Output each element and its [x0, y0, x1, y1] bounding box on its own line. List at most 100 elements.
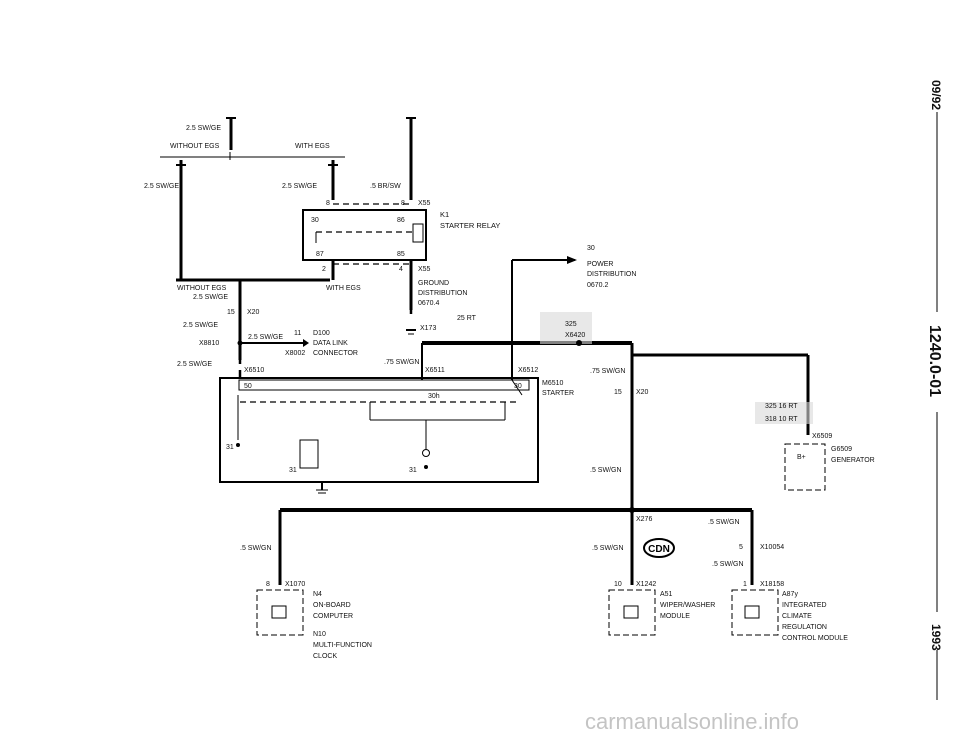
splice-label: 325 — [565, 321, 577, 328]
ground-connector: X173 — [420, 325, 436, 332]
wire-label: .5 SW/GN — [592, 545, 624, 552]
starter-feed: 25 RT 325 X6420 .75 SW/GN .75 SW/GN X651… — [384, 312, 810, 510]
ground-ref: 0670.4 — [418, 300, 440, 307]
module-id: N4 — [313, 591, 322, 598]
module-a51: 10 X1242 A51 WIPER/WASHER MODULE — [608, 581, 715, 636]
pin-label: 10 — [614, 581, 622, 588]
ground-name: DISTRIBUTION — [418, 290, 467, 297]
generator-name: GENERATOR — [831, 457, 875, 464]
side-title: 09/92 1240.0-01 1993 — [926, 80, 943, 700]
starter-id: M6510 — [542, 380, 564, 387]
d100-id: D100 — [313, 330, 330, 337]
connector-label: X55 — [418, 200, 431, 207]
module-name: MULTI-FUNCTION — [313, 642, 372, 649]
power-name: POWER — [587, 261, 613, 268]
pin-label: 5 — [739, 544, 743, 551]
module-n4: 8 X1070 N4 ON-BOARD COMPUTER N10 MULTI-F… — [256, 581, 372, 660]
module-name: INTEGRATED — [782, 602, 827, 609]
with-egs-label: WITH EGS — [295, 143, 330, 150]
connector-label: X55 — [418, 266, 431, 273]
pin-label: 30h — [428, 393, 440, 400]
power-name: DISTRIBUTION — [587, 271, 636, 278]
without-egs-label: WITHOUT EGS — [170, 143, 220, 150]
relay-name: STARTER RELAY — [440, 221, 500, 230]
connector-label: X6509 — [812, 433, 832, 440]
pin-label: 50 — [244, 383, 252, 390]
wire-label: .5 SW/GN — [712, 561, 744, 568]
connector-label: X8810 — [199, 340, 219, 347]
module-name: CLIMATE — [782, 613, 812, 620]
pin-label: 15 — [614, 389, 622, 396]
connector-label: X1070 — [285, 581, 305, 588]
date-label: 09/92 — [929, 80, 943, 110]
wire-label: .5 SW/GN — [590, 467, 622, 474]
pin-label: 11 — [294, 330, 301, 337]
pin-label: 8 — [326, 200, 330, 207]
wire-label: 2.5 SW/GE — [193, 294, 228, 301]
wire-label: 325 16 RT — [765, 403, 798, 410]
connector-label: X20 — [636, 389, 649, 396]
module-name: WIPER/WASHER — [660, 602, 715, 609]
connector-label: X276 — [636, 516, 652, 523]
pin-label: 8 — [266, 581, 270, 588]
generator: 325 16 RT 318 10 RT X6509 G6509 B+ GENER… — [755, 402, 875, 491]
starter-name: STARTER — [542, 390, 574, 397]
year-label: 1993 — [929, 624, 943, 651]
connector-label: X8002 — [285, 350, 305, 357]
wire-label: .5 SW/GN — [708, 519, 740, 526]
module-name: MODULE — [660, 613, 690, 620]
wire-label: 25 RT — [457, 315, 477, 322]
pin-label: 1 — [743, 581, 747, 588]
connector-label: X1242 — [636, 581, 656, 588]
splice-connector: X6420 — [565, 332, 585, 339]
connector-label: X6512 — [518, 367, 538, 374]
module-name: REGULATION — [782, 624, 827, 631]
pin-label: 8 — [401, 200, 405, 207]
pin-label: 31 — [409, 467, 417, 474]
pin-label: 30 — [311, 217, 319, 224]
wire-label: .75 SW/GN — [384, 359, 419, 366]
pin-label: 31 — [289, 467, 297, 474]
wire-label: .5 BR/SW — [370, 183, 401, 190]
module-id: A51 — [660, 591, 673, 598]
pin-label: 86 — [397, 217, 405, 224]
pin-label: 2 — [322, 266, 326, 273]
connector-label: X10054 — [760, 544, 784, 551]
wire-label: 2.5 SW/GE — [186, 125, 221, 132]
without-egs-label: WITHOUT EGS — [177, 285, 227, 292]
cdn-label: CDN — [648, 544, 670, 555]
starter-relay: 8 8 X55 30 86 87 85 K1 STARTER RELAY 2 4… — [302, 200, 500, 310]
doc-number: 1240.0-01 — [926, 325, 943, 397]
ground-distribution: GROUND DISTRIBUTION 0670.4 X173 — [406, 278, 467, 335]
watermark: carmanualsonline.info — [585, 709, 799, 734]
pin-label: 4 — [399, 266, 403, 273]
d100-name: DATA LINK — [313, 340, 348, 347]
ground-name: GROUND — [418, 280, 449, 287]
module-a87y: 1 X18158 A87y INTEGRATED CLIMATE REGULAT… — [731, 581, 848, 642]
connector-label: X20 — [247, 309, 260, 316]
left-connectors: WITHOUT EGS 2.5 SW/GE 15 X20 WITH EGS 2.… — [177, 285, 361, 378]
generator-pin: B+ — [797, 454, 806, 461]
power-distribution: 30 POWER DISTRIBUTION 0670.2 — [511, 245, 636, 380]
connector-label: X6511 — [425, 367, 445, 374]
wire-label: 2.5 SW/GE — [183, 322, 218, 329]
wire-label: 2.5 SW/GE — [248, 334, 283, 341]
wire-label: .75 SW/GN — [590, 368, 625, 375]
power-ref: 0670.2 — [587, 282, 609, 289]
generator-id: G6509 — [831, 446, 852, 453]
module-id: A87y — [782, 591, 798, 598]
d100-name: CONNECTOR — [313, 350, 358, 357]
pin-label: 15 — [227, 309, 235, 316]
module-box: 50 30h 30 31 31 31 M6510 STARTER — [219, 377, 574, 494]
bottom-distribution: CDN .5 SW/GN X276 .5 SW/GN .5 SW/GN .5 S… — [240, 467, 784, 585]
wire-label: 2.5 SW/GE — [282, 183, 317, 190]
connector-label: X6510 — [244, 367, 264, 374]
module-name: CLOCK — [313, 653, 337, 660]
pin-label: 87 — [316, 251, 324, 258]
wire-label: .5 SW/GN — [240, 545, 272, 552]
module-name: ON-BOARD — [313, 602, 351, 609]
power-pin: 30 — [587, 245, 595, 252]
wire-label: 2.5 SW/GE — [144, 183, 179, 190]
wire-label: 2.5 SW/GE — [177, 361, 212, 368]
